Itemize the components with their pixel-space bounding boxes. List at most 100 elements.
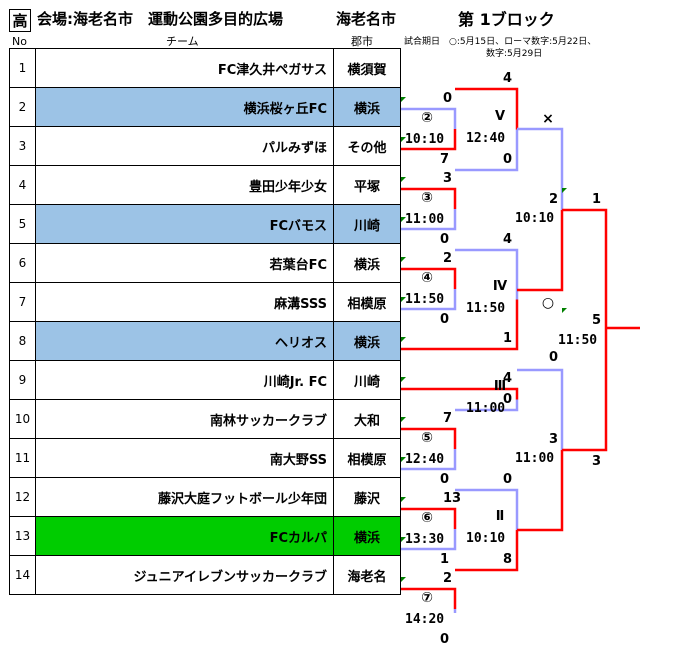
score: 7 <box>440 152 450 167</box>
category-badge: 高 <box>9 9 31 32</box>
match-number: × <box>542 111 554 127</box>
schedule-note-line2: 数字:5月29日 <box>486 49 543 59</box>
match-number: Ⅲ <box>493 378 507 394</box>
score: 0 <box>503 152 513 167</box>
score: 13 <box>443 491 462 506</box>
score: 0 <box>549 350 559 365</box>
bracket <box>401 87 640 613</box>
bracket-line <box>401 209 457 231</box>
score: 7 <box>443 411 453 426</box>
bracket-line <box>517 127 564 210</box>
schedule-note-line1: 試合期日 ○:5月15日、ローマ数字:5月22日、 <box>404 37 597 47</box>
bracket-line <box>401 587 457 609</box>
match-number: ③ <box>421 190 433 206</box>
column-header-no: No <box>12 35 27 48</box>
match-time: 10:10 <box>515 211 555 226</box>
team-city: 平塚 <box>333 165 401 205</box>
match-number: ⑥ <box>421 510 433 526</box>
team-city: 横須賀 <box>333 48 401 88</box>
column-header-team: チーム <box>166 35 199 48</box>
tick-mark <box>401 297 406 302</box>
team-name: 横浜桜ヶ丘FC <box>35 87 334 127</box>
match-number: Ⅱ <box>495 509 505 524</box>
match-time: 14:20 <box>405 612 445 627</box>
score: 0 <box>440 232 450 247</box>
score: 2 <box>443 251 453 266</box>
score: 0 <box>440 632 450 647</box>
team-city: 横浜 <box>333 87 401 127</box>
team-name: パルみずほ <box>35 126 334 166</box>
team-city: 海老名 <box>333 555 401 595</box>
tick-mark <box>562 308 567 313</box>
score: 1 <box>503 331 513 346</box>
match-number: Ⅳ <box>492 278 508 294</box>
bracket-line <box>401 107 457 129</box>
match-time: 11:00 <box>466 400 506 416</box>
bracket-line <box>562 208 608 328</box>
team-name: ジュニアイレブンサッカークラブ <box>35 555 334 595</box>
team-city: 藤沢 <box>333 477 401 517</box>
bracket-line <box>401 449 457 471</box>
bracket-line <box>401 299 519 351</box>
bracket-line <box>401 529 457 551</box>
match-number: Ⅴ <box>494 108 506 124</box>
tick-mark <box>401 97 406 102</box>
bracket-line <box>562 328 608 452</box>
bracket-line <box>401 427 457 449</box>
bracket-line <box>517 450 564 532</box>
score: 5 <box>592 313 602 328</box>
score: 3 <box>549 432 559 447</box>
match-number: ④ <box>421 270 433 286</box>
team-name: 麻溝SSS <box>35 282 334 322</box>
tick-mark <box>401 217 406 222</box>
tick-mark <box>401 177 406 182</box>
score: 4 <box>503 232 513 247</box>
score: 0 <box>440 472 450 487</box>
score: 4 <box>503 71 513 86</box>
venue-title: 会場:海老名市 運動公園多目的広場 <box>37 10 284 28</box>
tick-mark <box>401 537 406 542</box>
team-number: 10 <box>9 399 36 439</box>
team-number: 6 <box>9 243 36 283</box>
team-number: 2 <box>9 87 36 127</box>
match-time: 12:40 <box>405 452 445 467</box>
team-city: 川崎 <box>333 360 401 400</box>
team-name: FCカルパ <box>35 516 334 556</box>
bracket-line <box>455 488 519 530</box>
tick-mark <box>401 337 406 342</box>
bracket-line <box>401 187 457 209</box>
match-time: 11:50 <box>558 333 598 348</box>
team-name: FCバモス <box>35 204 334 244</box>
bracket-line <box>401 267 457 289</box>
score: 3 <box>592 454 602 469</box>
bracket-line <box>517 210 564 292</box>
match-time: 11:50 <box>405 292 445 307</box>
team-city: 横浜 <box>333 243 401 283</box>
team-number: 11 <box>9 438 36 478</box>
tick-mark <box>401 137 406 142</box>
match-number: ⑤ <box>421 430 433 446</box>
tick-mark <box>401 457 406 462</box>
match-number: ② <box>421 110 433 126</box>
team-city: 相模原 <box>333 438 401 478</box>
score: 0 <box>503 392 513 407</box>
score: 0 <box>443 91 453 106</box>
team-number: 8 <box>9 321 36 361</box>
match-number: ⑦ <box>421 590 433 606</box>
match-time: 12:40 <box>466 130 506 146</box>
match-number: ○ <box>541 295 555 311</box>
bracket-line <box>455 87 519 130</box>
bracket-line <box>455 129 519 172</box>
block-title: 第 1ブロック <box>458 10 555 29</box>
score: 2 <box>443 571 453 586</box>
match-time: 11:00 <box>405 212 445 227</box>
tick-mark <box>401 577 406 582</box>
score: 0 <box>440 312 450 327</box>
bracket-line <box>401 129 457 151</box>
